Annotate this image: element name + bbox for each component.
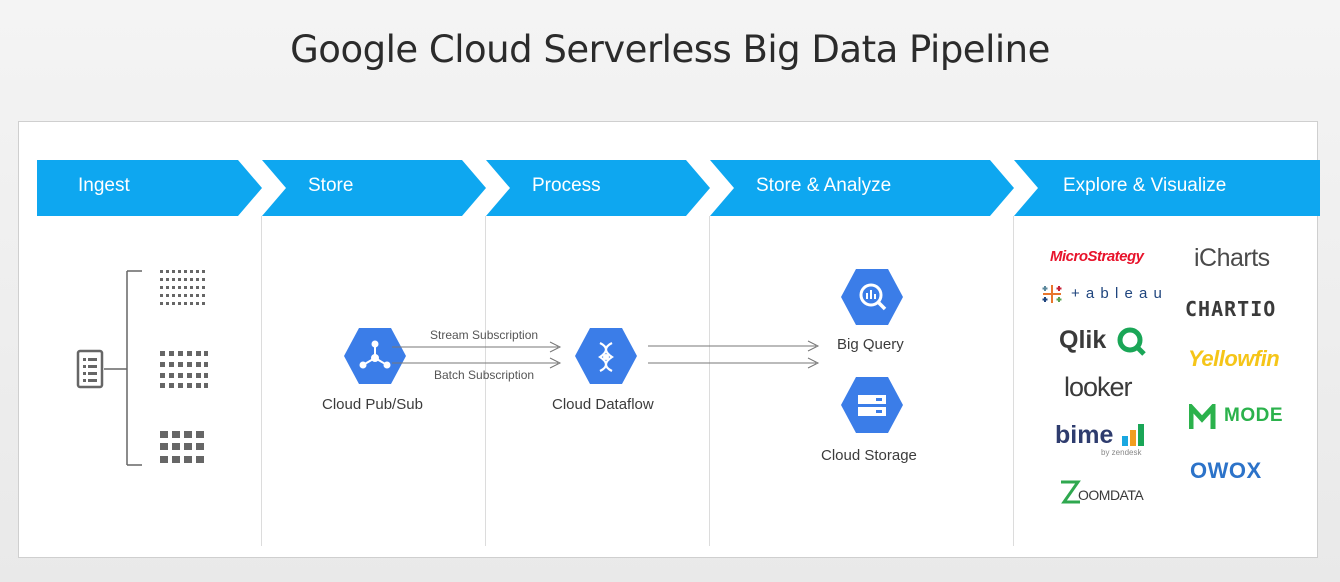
looker-logo: looker	[1064, 372, 1133, 402]
stage-label-visualize: Explore & Visualize	[1063, 175, 1227, 196]
bigquery-icon	[841, 269, 903, 325]
batch-subscription-label: Batch Subscription	[434, 368, 535, 382]
bime-sub-logo: by zendesk	[1101, 448, 1142, 457]
qlik-logo: Qlik	[1059, 326, 1107, 354]
dot-grid-medium-icon	[160, 351, 208, 388]
stage-arrow-store	[262, 160, 486, 216]
dot-grid-small-icon	[160, 270, 205, 305]
zoomdata-logo: OOMDATA	[1078, 487, 1144, 503]
microstrategy-logo: MicroStrategy	[1050, 248, 1144, 265]
stage-label-analyze: Store & Analyze	[756, 175, 892, 196]
stage-arrow-visualize	[1014, 160, 1320, 216]
mode-logo: MODE	[1224, 405, 1283, 426]
qlik-q-icon	[1117, 327, 1146, 356]
chartio-logo: CHARTIO	[1185, 297, 1277, 321]
stage-arrow-process	[486, 160, 710, 216]
column-divider	[1013, 216, 1014, 546]
tableau-cross-icon	[1042, 285, 1062, 303]
tableau-logo: + a b l e a u	[1071, 285, 1163, 302]
icharts-logo: iCharts	[1194, 244, 1270, 272]
ingest-tree	[76, 270, 142, 466]
pubsub-icon	[344, 328, 406, 384]
column-divider	[261, 216, 262, 546]
dataflow-icon	[575, 328, 637, 384]
owox-logo: OWOX	[1190, 458, 1262, 483]
zoomdata-z-icon	[1061, 480, 1081, 504]
storage-icon	[841, 377, 903, 433]
stage-label-process: Process	[532, 175, 601, 196]
subscription-arrows	[392, 341, 562, 369]
bigquery-label: Big Query	[837, 336, 904, 353]
yellowfin-logo: Yellowfin	[1188, 346, 1280, 371]
page-title: Google Cloud Serverless Big Data Pipelin…	[290, 28, 1050, 71]
dataflow-label: Cloud Dataflow	[552, 396, 654, 413]
bime-logo: bime	[1055, 421, 1114, 449]
column-divider	[485, 216, 486, 546]
stage-arrow-ingest	[37, 160, 262, 216]
column-divider	[709, 216, 710, 546]
stage-label-ingest: Ingest	[78, 175, 130, 196]
pubsub-label: Cloud Pub/Sub	[322, 396, 423, 413]
stream-subscription-label: Stream Subscription	[430, 328, 539, 342]
bime-bars-icon	[1122, 424, 1144, 446]
dot-grid-large-icon	[160, 431, 204, 463]
storage-label: Cloud Storage	[821, 447, 917, 464]
mode-m-icon	[1189, 404, 1216, 429]
stage-arrow-analyze	[710, 160, 1014, 216]
stage-label-store: Store	[308, 175, 354, 196]
document-icon	[76, 349, 104, 389]
dataflow-output-arrows	[648, 340, 820, 369]
